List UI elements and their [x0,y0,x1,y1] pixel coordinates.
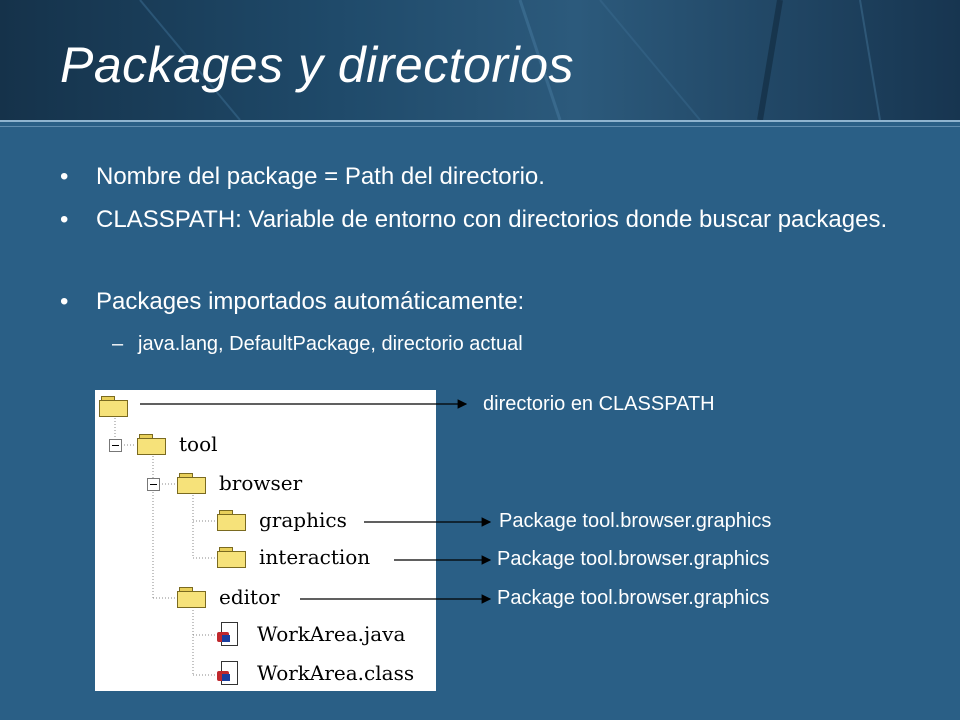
bullet-marker: • [60,163,69,190]
java-file-icon [217,622,238,646]
annotation-package: Package tool.browser.graphics [499,510,772,532]
header-divider-thin [0,126,960,127]
bullet-item: • Packages importados automáticamente: [60,285,896,319]
folder-icon [177,473,206,494]
tree-node-editor: editor [219,585,280,609]
folder-icon [177,587,206,608]
sub-bullet-text: java.lang, DefaultPackage, directorio ac… [138,333,523,355]
bullet-marker: • [60,288,69,315]
bullet-marker: • [60,206,69,233]
folder-icon [217,547,246,568]
bullet-text: CLASSPATH: Variable de entorno con direc… [96,206,888,233]
collapse-icon [109,439,122,452]
tree-node-interaction: interaction [259,545,371,569]
bullet-item: • Nombre del package = Path del director… [60,160,896,194]
tree-node-workarea-java: WorkArea.java [257,622,406,646]
annotation-classpath: directorio en CLASSPATH [483,393,715,415]
tree-node-tool: tool [179,432,218,456]
bullet-text: Packages importados automáticamente: [96,288,525,315]
bullet-text: Nombre del package = Path del directorio… [96,163,545,190]
class-file-icon [217,661,238,685]
sub-bullet-marker: – [112,333,124,355]
tree-node-workarea-class: WorkArea.class [257,661,415,685]
header-divider [0,120,960,122]
bullet-item: • CLASSPATH: Variable de entorno con dir… [60,203,896,237]
annotation-package: Package tool.browser.graphics [497,548,770,570]
slide-title: Packages y directorios [60,37,575,93]
sub-bullet-item: – java.lang, DefaultPackage, directorio … [112,330,523,358]
folder-icon [137,434,166,455]
tree-node-graphics: graphics [259,508,347,532]
header-texture [139,0,881,120]
tree-node-browser: browser [219,471,303,495]
folder-icon [217,510,246,531]
header-banner: Packages y directorios [0,0,960,120]
annotation-package: Package tool.browser.graphics [497,587,770,609]
collapse-icon [147,478,160,491]
directory-tree-image: tool browser graphics interaction editor… [95,390,436,691]
folder-icon [99,396,128,417]
